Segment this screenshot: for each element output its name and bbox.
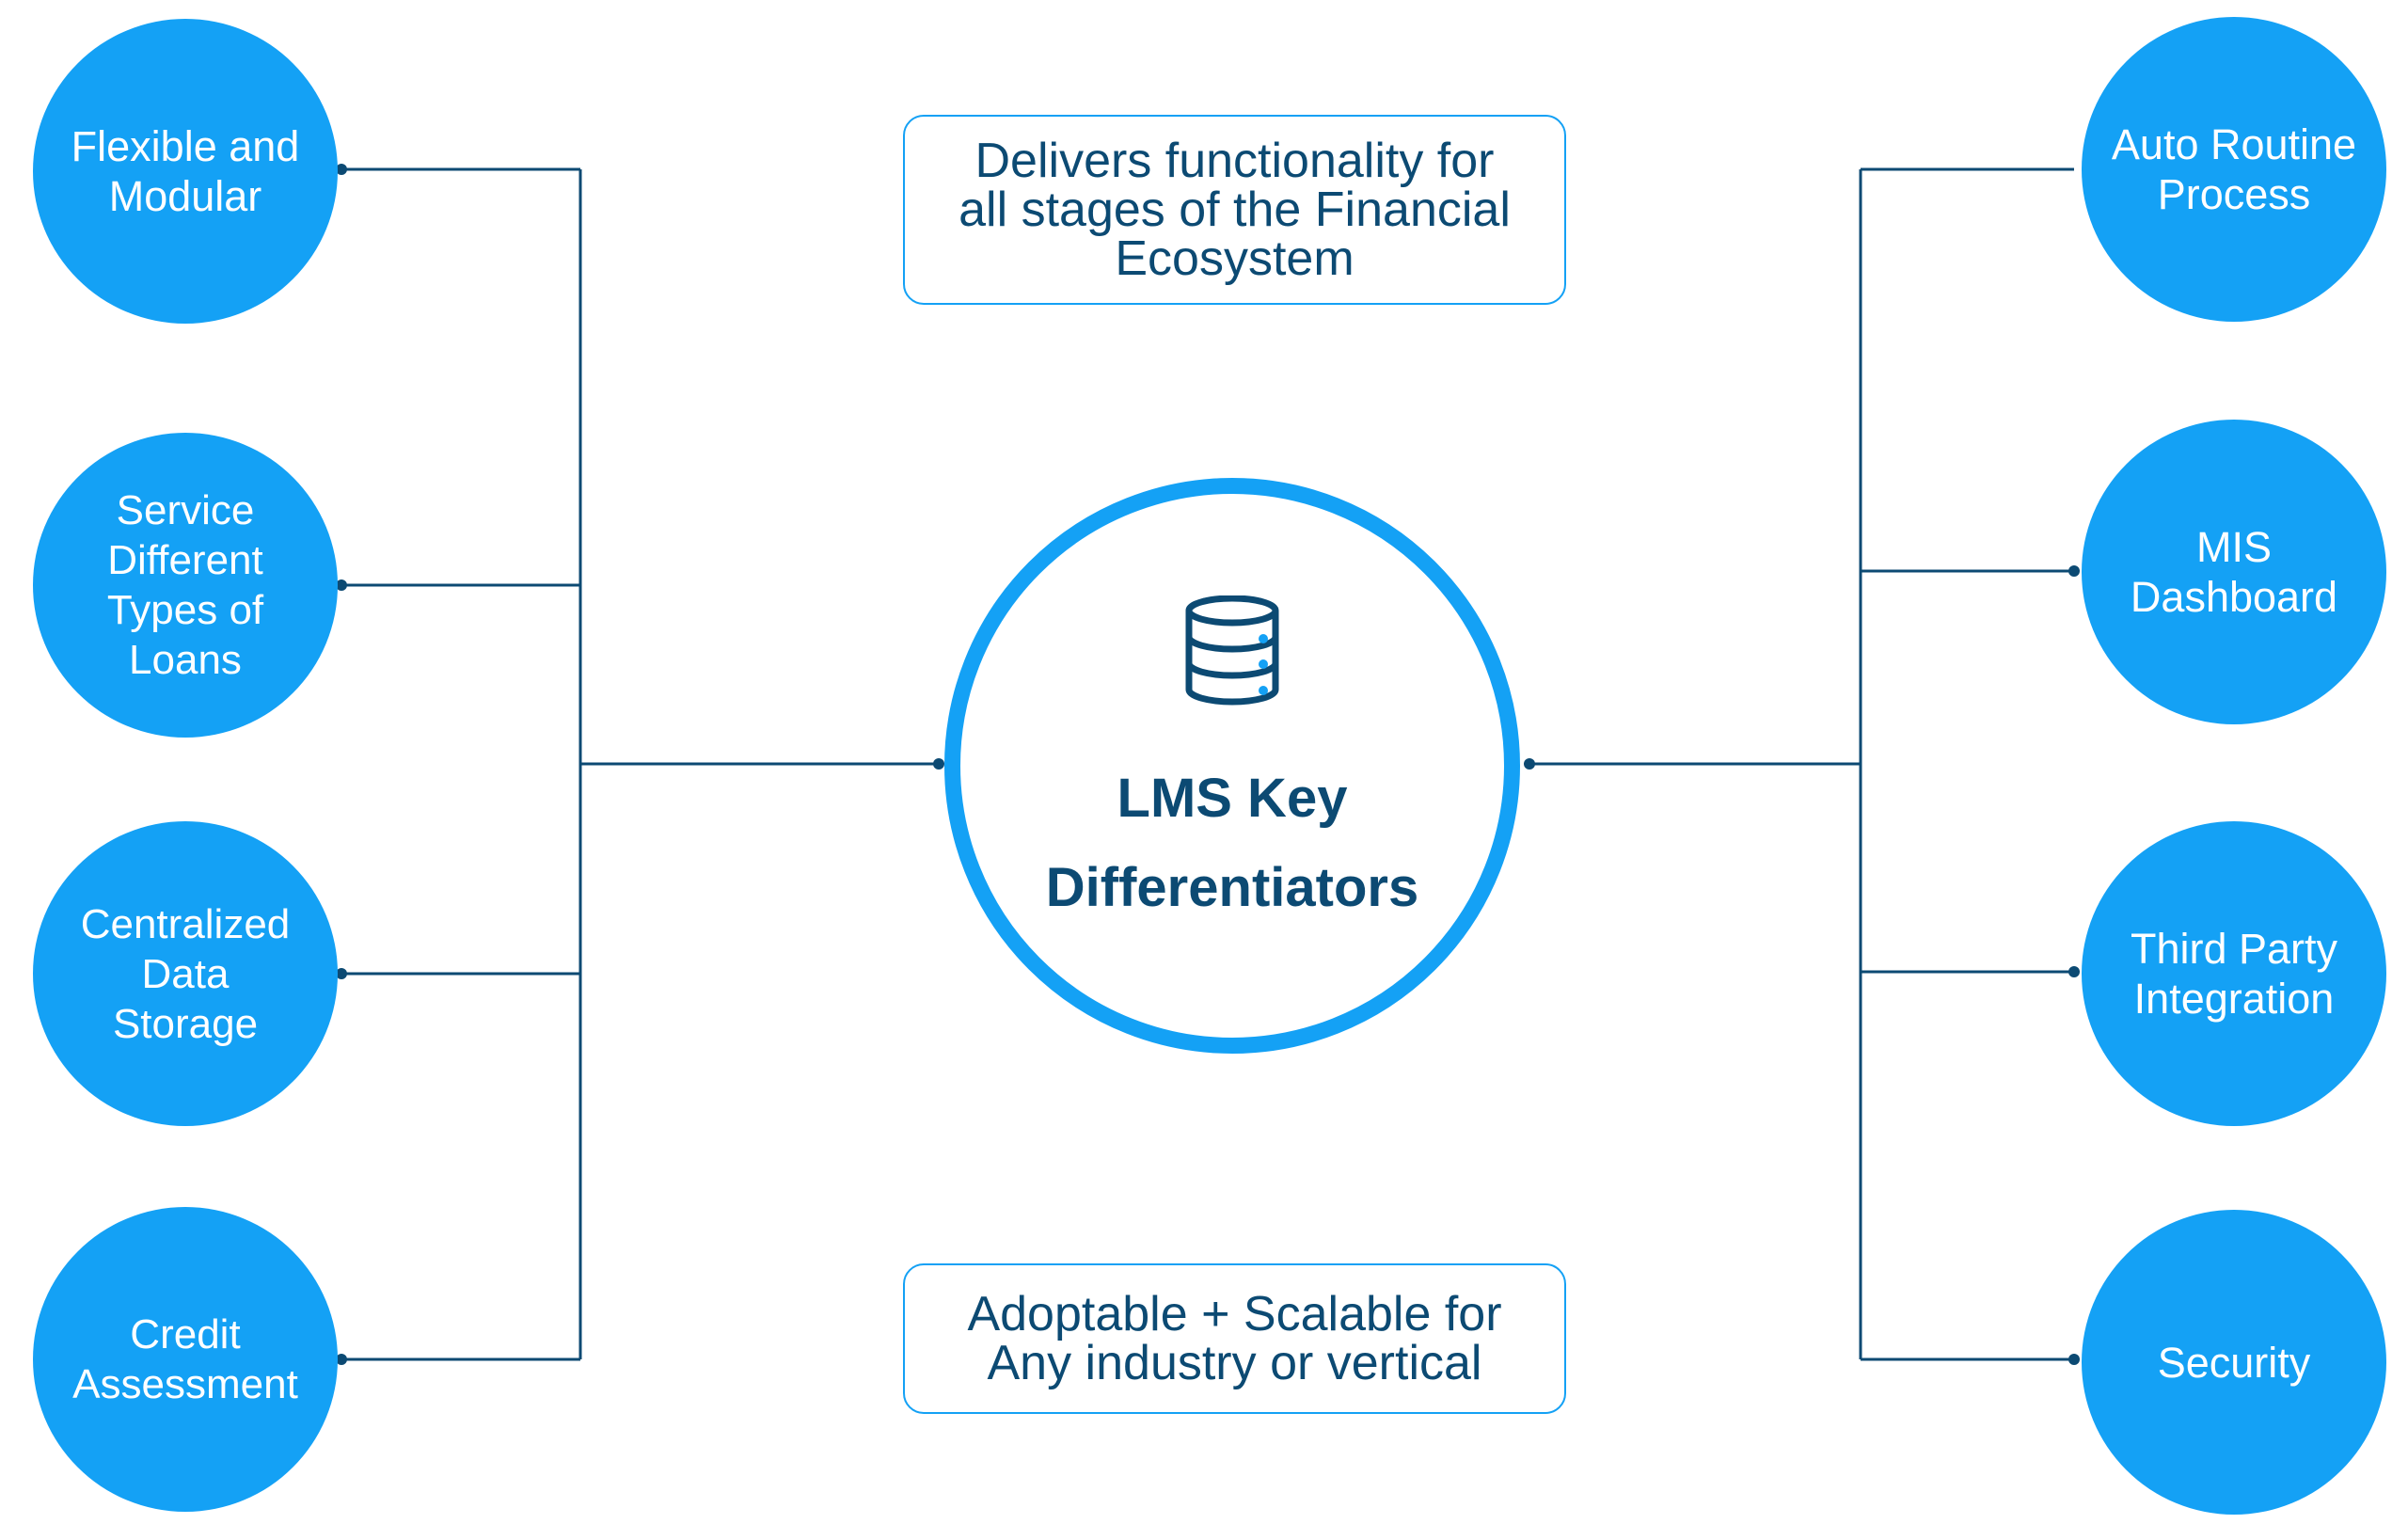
- connector-dot: [933, 758, 944, 770]
- connector-dot: [336, 968, 347, 979]
- node-service-loans: Service Different Types of Loans: [33, 433, 338, 738]
- node-flexible-modular: Flexible and Modular: [33, 19, 338, 324]
- hub-title-line: Differentiators: [1045, 857, 1419, 918]
- connector-dot: [2068, 565, 2080, 577]
- node-label-line: Centralized: [80, 900, 291, 947]
- connector-dot: [336, 579, 347, 591]
- node-label-line: Different: [107, 537, 263, 583]
- node-label-line: MIS: [2195, 523, 2272, 571]
- node-label-line: Third Party: [2130, 925, 2338, 973]
- node-label-line: Dashboard: [2130, 573, 2338, 621]
- connector-dot: [336, 1354, 347, 1365]
- node-third-party: Third Party Integration: [2082, 821, 2386, 1126]
- node-label-line: Assessment: [72, 1361, 298, 1407]
- node-label-line: Data: [141, 950, 230, 997]
- node-credit-assessment: Credit Assessment: [33, 1207, 338, 1512]
- node-label-line: Flexible and: [71, 122, 300, 170]
- node-label-line: Types of: [106, 587, 264, 633]
- note-functionality: Delivers functionality for all stages of…: [903, 115, 1566, 305]
- node-label-line: Loans: [129, 637, 242, 683]
- node-label-line: Security: [2157, 1338, 2311, 1387]
- node-label-line: Auto Routine: [2111, 120, 2357, 168]
- connector-dot: [2068, 966, 2080, 977]
- note-line: Ecosystem: [1115, 231, 1354, 286]
- note-scalability: Adoptable + Scalable for Any industry or…: [903, 1263, 1566, 1414]
- node-centralized-storage: Centralized Data Storage: [33, 821, 338, 1126]
- node-auto-routine: Auto Routine Process: [2082, 17, 2386, 322]
- node-label-line: Process: [2157, 170, 2311, 218]
- hub-circle: LMS Key Differentiators: [944, 478, 1520, 1054]
- connector-dot: [1524, 758, 1535, 770]
- node-label-line: Modular: [108, 172, 262, 220]
- note-line: all stages of the Financial: [958, 183, 1511, 237]
- node-mis-dashboard: MIS Dashboard: [2082, 420, 2386, 724]
- note-line: Delivers functionality for: [974, 134, 1495, 188]
- node-label-line: Credit: [130, 1311, 241, 1357]
- database-icon: [1185, 595, 1279, 706]
- note-line: Adoptable + Scalable for: [967, 1287, 1502, 1341]
- node-label-line: Integration: [2133, 975, 2335, 1023]
- hub-title-line: LMS Key: [1117, 768, 1348, 829]
- node-label-line: Storage: [112, 1000, 259, 1047]
- connector-dot: [2068, 1354, 2080, 1365]
- node-label-line: Service: [116, 487, 255, 533]
- node-security: Security: [2082, 1210, 2386, 1515]
- note-line: Any industry or vertical: [987, 1336, 1482, 1390]
- connector-dot: [336, 164, 347, 175]
